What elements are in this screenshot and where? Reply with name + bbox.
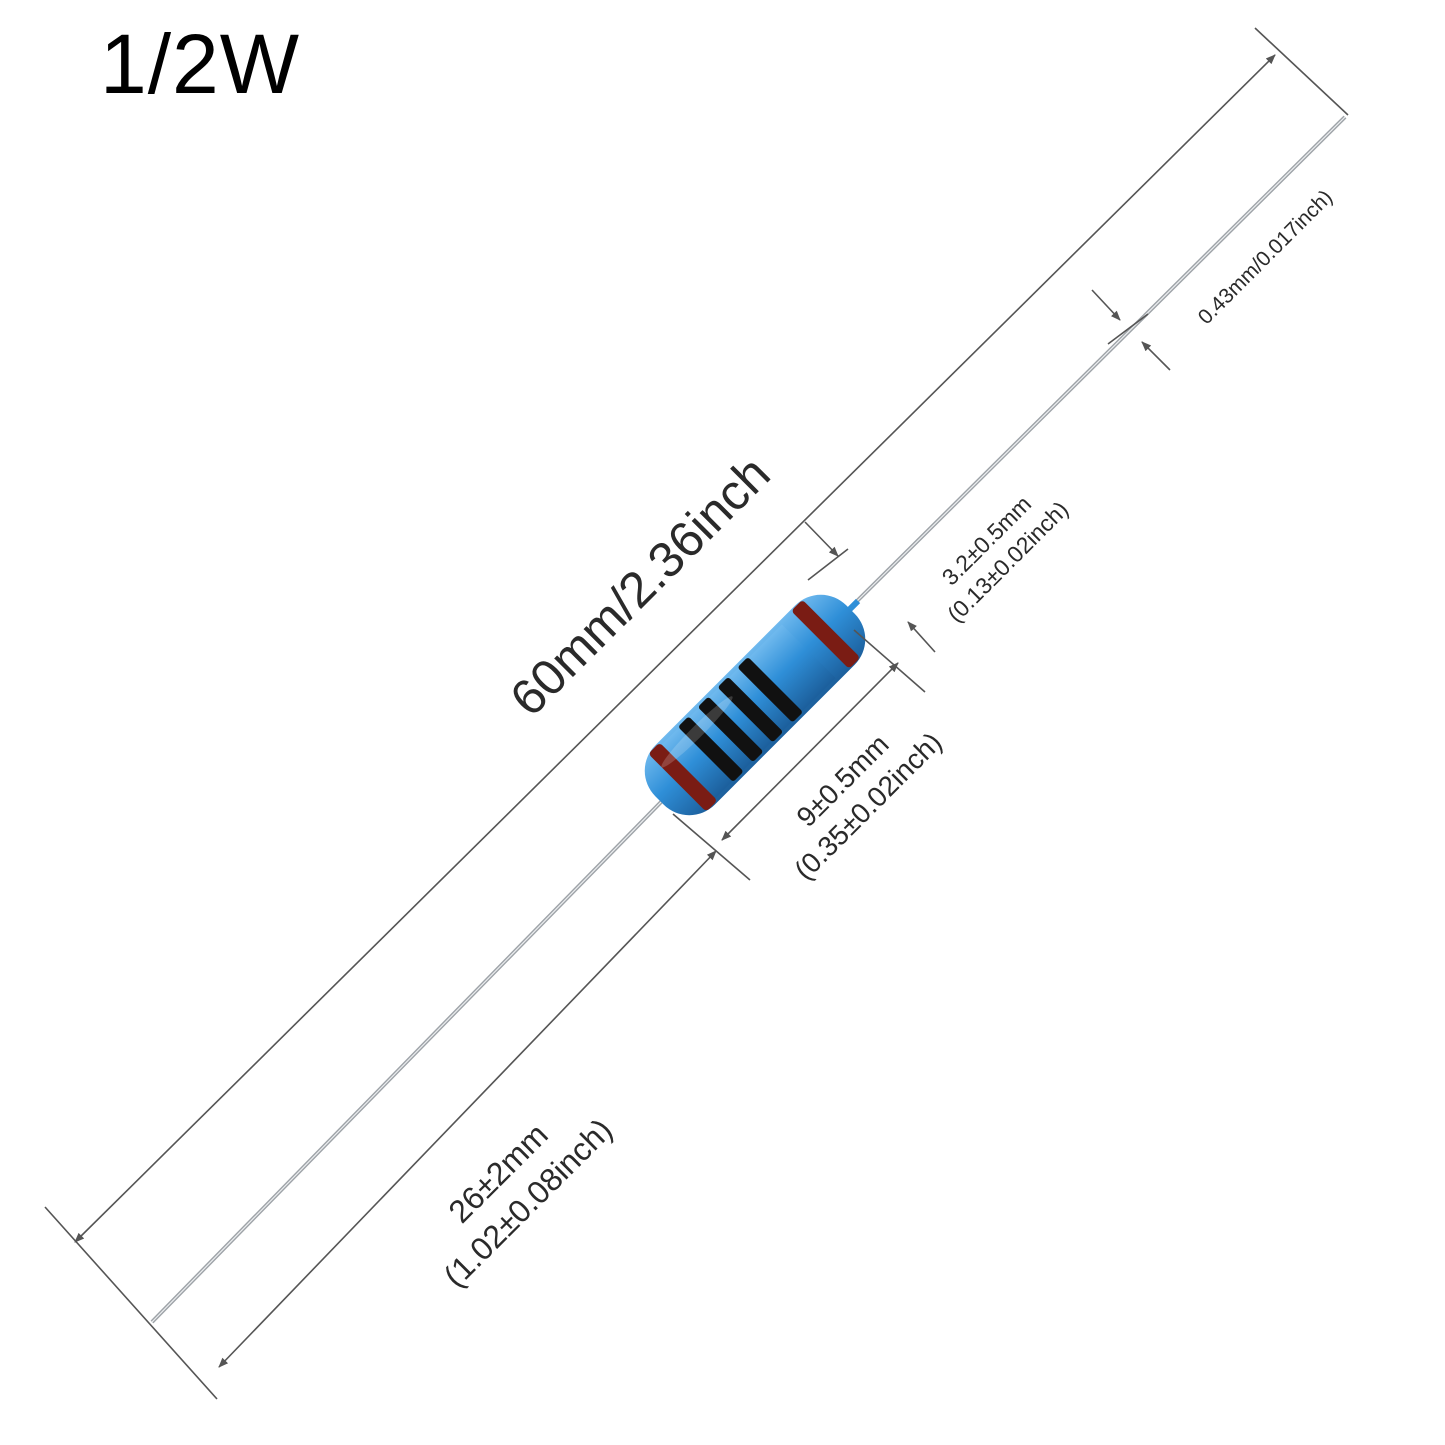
extension-line-left xyxy=(44,1206,218,1400)
body-length-dimension xyxy=(721,662,899,841)
lead-diameter-arrow-lower xyxy=(1141,341,1171,371)
total-length-dimension xyxy=(74,54,1276,1243)
body-extension-right xyxy=(853,629,926,693)
lead-diameter-extension xyxy=(1107,313,1149,345)
body-diameter-label: 3.2±0.5mm (0.13±0.02inch) xyxy=(937,491,1074,628)
body-diameter-extension-upper xyxy=(807,548,849,581)
lead-length-dimension xyxy=(218,850,717,1368)
lead-diameter-arrow-upper xyxy=(1091,289,1121,321)
lead-diameter-label: 0.43mm/0.017inch) xyxy=(1194,186,1337,329)
extension-line-right xyxy=(1254,27,1349,116)
body-diameter-arrow-upper xyxy=(804,521,839,557)
body-diameter-arrow-lower xyxy=(907,621,936,653)
dimension-lines xyxy=(44,27,1349,1400)
body-extension-left xyxy=(672,813,751,881)
lead-length-label: 26±2mm (1.02±0.08inch) xyxy=(437,1112,620,1295)
